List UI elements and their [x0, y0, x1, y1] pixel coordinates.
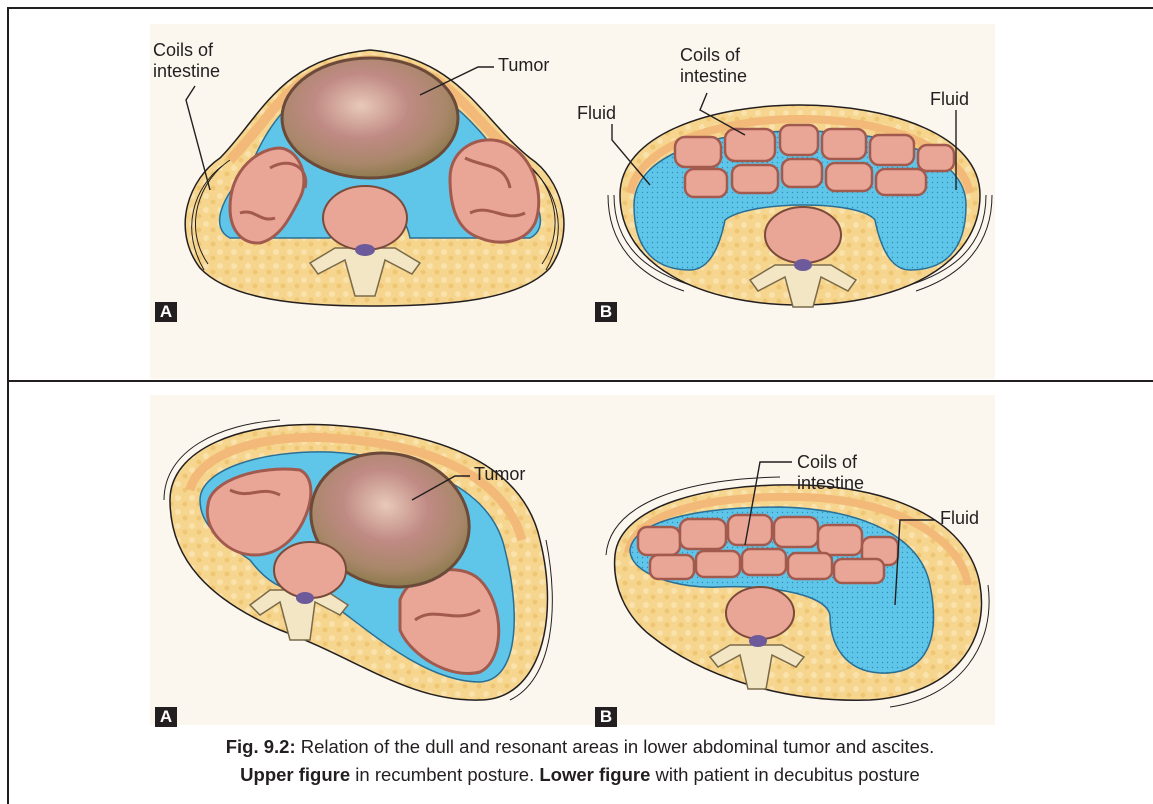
- caption-upper-text: in recumbent posture.: [350, 764, 539, 785]
- figure-caption: Fig. 9.2: Relation of the dull and reson…: [7, 733, 1153, 789]
- caption-lower-text: with patient in decubitus posture: [650, 764, 919, 785]
- caption-line1-text: Relation of the dull and resonant areas …: [296, 736, 935, 757]
- caption-fig-number: Fig. 9.2:: [226, 736, 296, 757]
- caption-upper-bold: Upper figure: [240, 764, 350, 785]
- bottom-b-panel-letter: B: [595, 707, 617, 727]
- caption-line-2: Upper figure in recumbent posture. Lower…: [7, 761, 1153, 789]
- caption-line-1: Fig. 9.2: Relation of the dull and reson…: [7, 733, 1153, 761]
- caption-lower-bold: Lower figure: [539, 764, 650, 785]
